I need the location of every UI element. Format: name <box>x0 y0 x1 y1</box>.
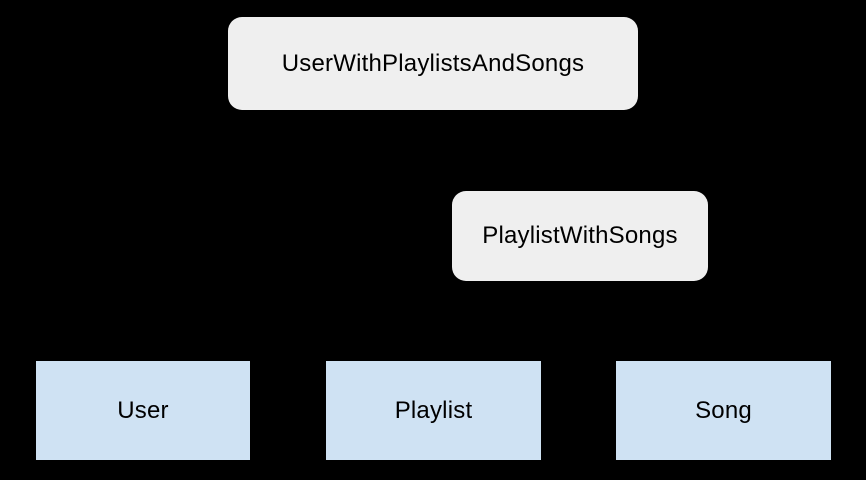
node-playlist-with-songs: PlaylistWithSongs <box>452 191 708 281</box>
node-label: Playlist <box>394 396 473 424</box>
node-label: User <box>117 396 169 424</box>
node-label: PlaylistWithSongs <box>482 222 678 249</box>
node-user: User <box>36 361 250 460</box>
node-song: Song <box>616 361 831 460</box>
node-user-with-playlists-and-songs: UserWithPlaylistsAndSongs <box>228 17 638 110</box>
node-playlist: Playlist <box>326 361 541 460</box>
node-label: Song <box>695 396 752 424</box>
node-label: UserWithPlaylistsAndSongs <box>281 49 585 77</box>
